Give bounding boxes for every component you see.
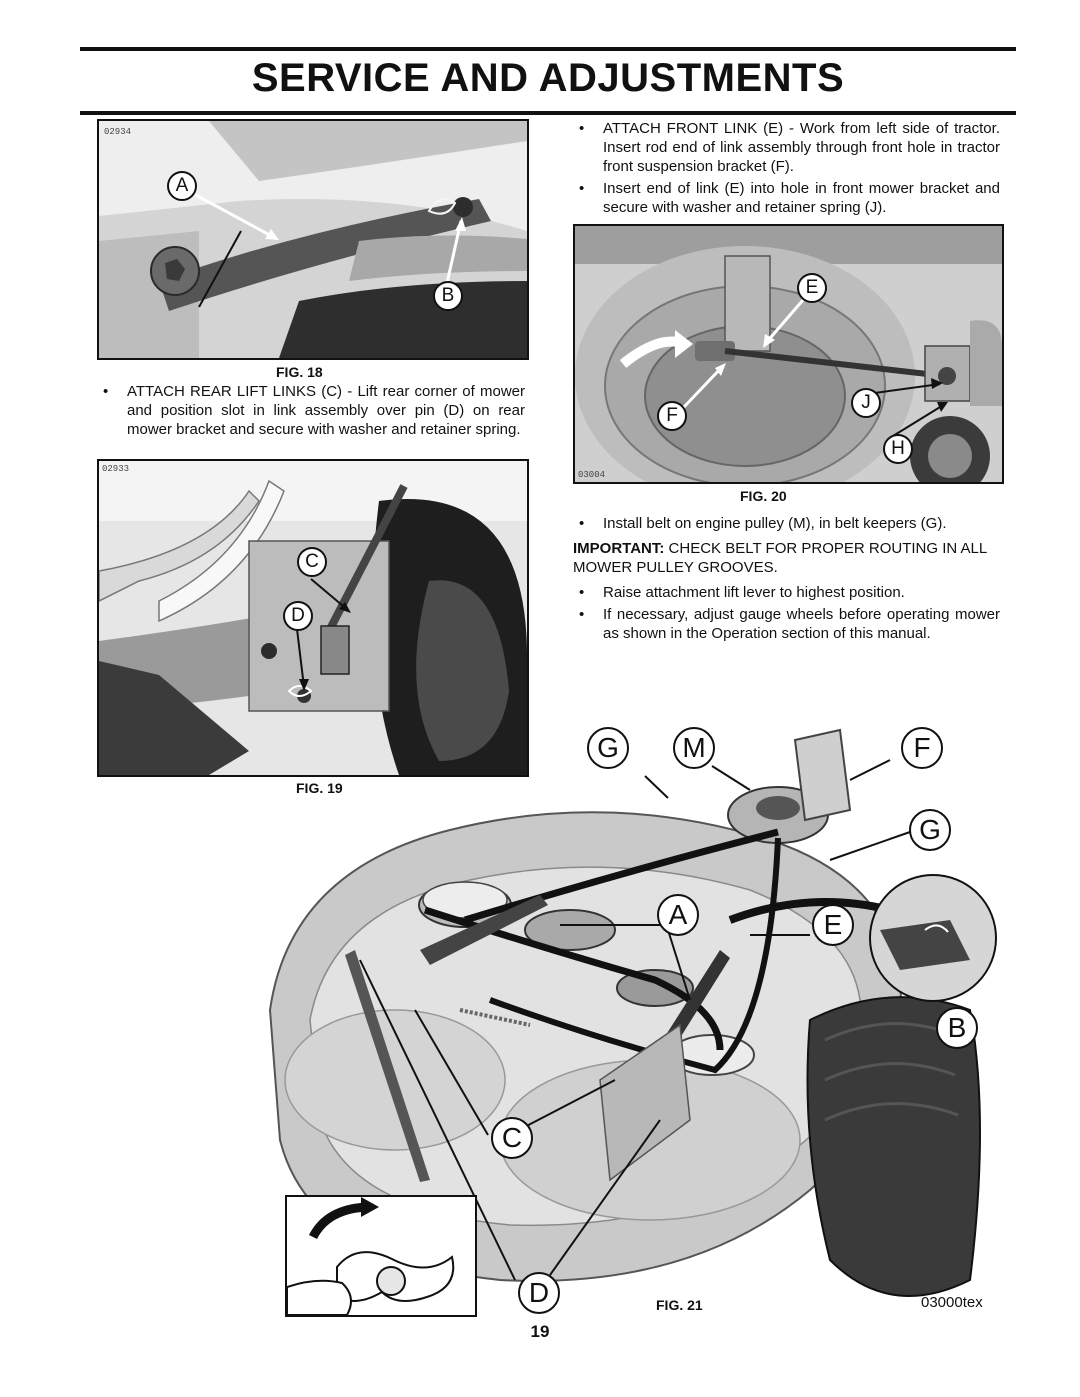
callout-d-deck: D — [518, 1272, 560, 1314]
figure-21-illustration — [268, 728, 997, 1297]
callout-j: J — [851, 388, 881, 418]
belt-bullet-3: If necessary, adjust gauge wheels before… — [573, 605, 1000, 643]
figure-18-image: 02934 A B — [97, 119, 529, 360]
figure-21-code: 03000tex — [921, 1294, 983, 1311]
belt-bullet-1: Install belt on engine pulley (M), in be… — [573, 514, 1000, 533]
callout-a-deck: A — [657, 894, 699, 936]
front-link-bullet-2: Insert end of link (E) into hole in fron… — [573, 179, 1000, 217]
important-text: CHECK BELT FOR PROPER ROUTING IN ALL MOW… — [573, 540, 987, 576]
arrow-a — [191, 191, 278, 241]
callout-d: D — [283, 601, 313, 631]
figure-21-image: G M F G A E B C D — [250, 720, 1010, 1320]
arrow-f — [681, 364, 725, 410]
figure-21-caption: FIG. 21 — [656, 1297, 703, 1313]
callout-c: C — [297, 547, 327, 577]
figure-20-code: 03004 — [578, 470, 606, 480]
retainer-inset-box — [285, 1195, 477, 1317]
figure-20-illustration — [575, 226, 1002, 482]
figure-19-caption: FIG. 19 — [296, 780, 343, 796]
arrow-e — [763, 299, 805, 345]
figure-19-illustration — [99, 461, 527, 775]
figure-20-caption: FIG. 20 — [740, 488, 787, 504]
arrow-h — [892, 403, 946, 437]
important-label: IMPORTANT: — [573, 540, 665, 557]
figure-18-code: 02934 — [104, 127, 132, 137]
callout-a: A — [167, 171, 197, 201]
figure-18-caption: FIG. 18 — [276, 364, 323, 380]
page-number: 19 — [530, 1322, 550, 1341]
callout-e-deck: E — [812, 904, 854, 946]
callout-h: H — [883, 434, 913, 464]
callout-m: M — [673, 727, 715, 769]
page-title: SERVICE AND ADJUSTMENTS — [251, 56, 845, 100]
important-note: IMPORTANT: CHECK BELT FOR PROPER ROUTING… — [573, 539, 1000, 577]
figure-20-image: 03004 E F J H — [573, 224, 1004, 484]
top-rule — [80, 47, 1016, 51]
arrow-b — [445, 220, 463, 284]
leader-d — [296, 628, 305, 688]
figure-18-illustration — [99, 121, 527, 358]
figure-19-code: 02933 — [102, 464, 130, 474]
callout-b-deck: B — [936, 1007, 978, 1049]
rear-lift-links-bullet: ATTACH REAR LIFT LINKS (C) - Lift rear c… — [97, 382, 525, 439]
callout-e: E — [797, 273, 827, 303]
callout-f: F — [657, 401, 687, 431]
front-link-instructions: ATTACH FRONT LINK (E) - Work from left s… — [573, 119, 1000, 220]
callout-g-left: G — [587, 727, 629, 769]
callout-g-right: G — [909, 809, 951, 851]
retainer-spring-illustration — [287, 1197, 455, 1315]
leader-a — [198, 230, 242, 308]
callout-c-deck: C — [491, 1117, 533, 1159]
belt-bullet-2: Raise attachment lift lever to highest p… — [573, 583, 1000, 602]
belt-instructions: Install belt on engine pulley (M), in be… — [573, 514, 1000, 646]
title-underline — [80, 111, 1016, 115]
callout-f-deck: F — [901, 727, 943, 769]
figure-19-image: 02933 C D — [97, 459, 529, 777]
front-link-bullet-1: ATTACH FRONT LINK (E) - Work from left s… — [573, 119, 1000, 176]
rear-lift-links-instructions: ATTACH REAR LIFT LINKS (C) - Lift rear c… — [97, 382, 525, 442]
callout-b: B — [433, 281, 463, 311]
